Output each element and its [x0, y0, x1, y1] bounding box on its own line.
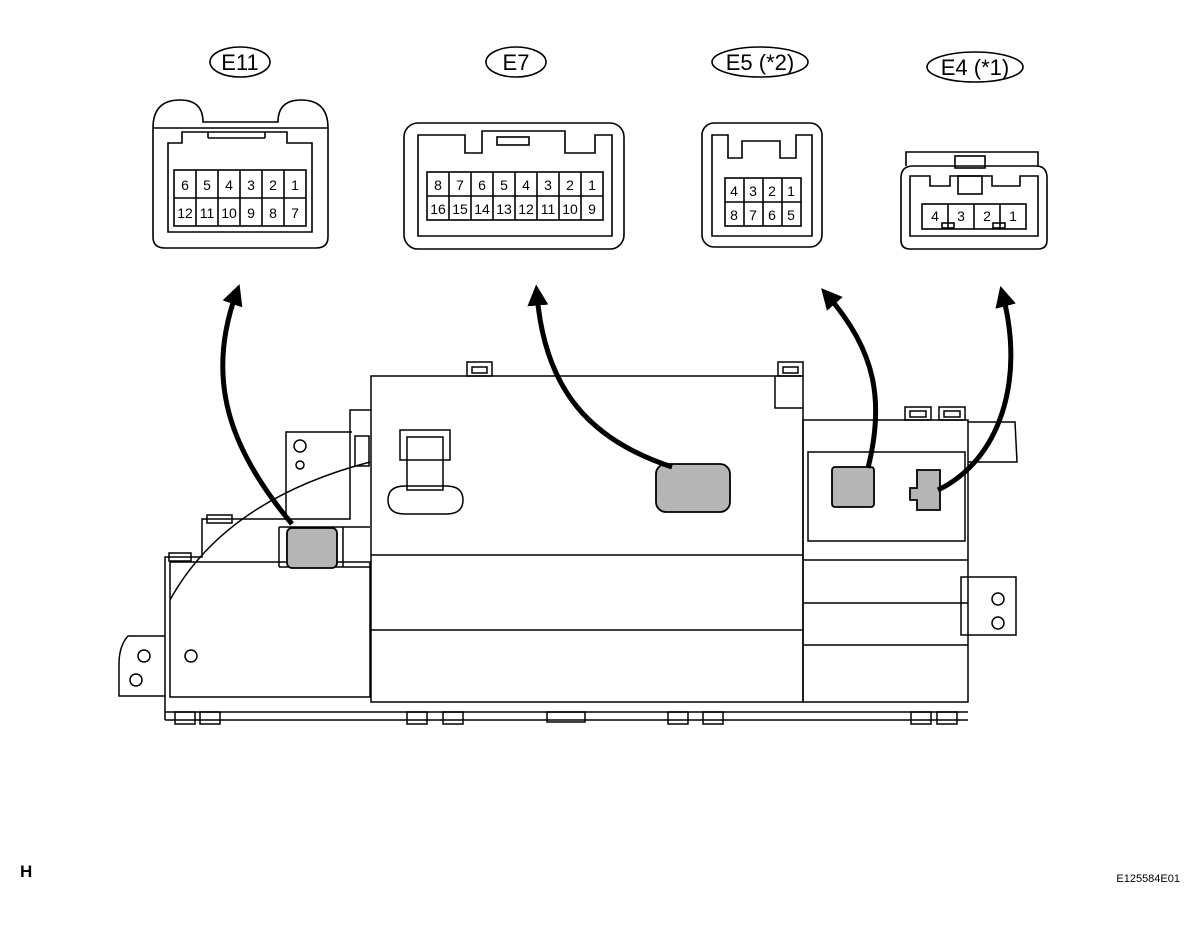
e5-pin-labels: 4 3 2 1 8 7 6 5	[730, 183, 795, 223]
unit-housing	[118, 361, 1018, 725]
pin-label: 6	[768, 207, 776, 223]
pin-label: 3	[544, 177, 552, 193]
connector-e4	[900, 151, 1048, 250]
connector-e7-label: E7	[485, 46, 547, 78]
pin-label: 5	[203, 177, 211, 193]
figure-code: E125584E01	[1116, 873, 1180, 885]
pin-label: 4	[225, 177, 233, 193]
arrow-to-e7	[527, 284, 673, 470]
pin-label: 10	[221, 205, 237, 221]
pin-label: 1	[1009, 208, 1017, 224]
pin-label: 15	[452, 201, 468, 217]
pin-label: 11	[200, 205, 215, 221]
svg-text:E7: E7	[503, 50, 530, 75]
pin-label: 11	[541, 201, 556, 217]
socket-e11	[286, 527, 338, 569]
pin-label: 8	[730, 207, 738, 223]
svg-text:E5 (*2): E5 (*2)	[726, 50, 794, 75]
pin-label: 16	[430, 201, 446, 217]
pin-label: 10	[562, 201, 578, 217]
pin-label: 2	[566, 177, 574, 193]
arrow-to-e5	[821, 288, 879, 469]
socket-e5	[831, 466, 875, 508]
pin-label: 8	[269, 205, 277, 221]
e11-pin-labels: 6 5 4 3 2 1 12 11 10 9 8 7	[177, 177, 299, 221]
connector-e5-label: E5 (*2)	[711, 46, 809, 78]
svg-text:E4 (*1): E4 (*1)	[941, 55, 1009, 80]
pin-label: 3	[247, 177, 255, 193]
pin-label: 9	[247, 205, 255, 221]
pin-label: 7	[456, 177, 464, 193]
pin-label: 13	[496, 201, 512, 217]
svg-text:E11: E11	[221, 50, 259, 75]
pin-label: 6	[181, 177, 189, 193]
pin-label: 2	[983, 208, 991, 224]
pin-label: 14	[474, 201, 490, 217]
pin-label: 1	[787, 183, 795, 199]
socket-e7	[655, 463, 731, 513]
pin-label: 9	[588, 201, 596, 217]
pin-label: 12	[177, 205, 193, 221]
arrow-to-e11	[220, 284, 294, 526]
pin-label: 7	[749, 207, 757, 223]
connector-e5	[701, 122, 823, 248]
connector-e4-label: E4 (*1)	[926, 51, 1024, 83]
pin-label: 2	[768, 183, 776, 199]
pin-label: 4	[522, 177, 530, 193]
socket-e4	[909, 469, 941, 511]
e4-pin-labels: 4 3 2 1	[931, 208, 1017, 224]
pin-label: 6	[478, 177, 486, 193]
pin-label: 5	[500, 177, 508, 193]
connector-e11-label: E11	[209, 46, 271, 78]
pin-label: 8	[434, 177, 442, 193]
pin-label: 4	[730, 183, 738, 199]
pin-label: 5	[787, 207, 795, 223]
pin-label: 4	[931, 208, 939, 224]
connector-e7	[403, 122, 625, 250]
pin-label: 3	[957, 208, 965, 224]
pin-label: 3	[749, 183, 757, 199]
pin-label: 1	[588, 177, 596, 193]
e7-pin-labels: 8 7 6 5 4 3 2 1 16 15 14 13 12 11 10 9	[430, 177, 596, 217]
pin-label: 2	[269, 177, 277, 193]
pin-label: 12	[518, 201, 534, 217]
pin-label: 7	[291, 205, 299, 221]
arrow-to-e4	[936, 285, 1016, 493]
pin-label: 1	[291, 177, 299, 193]
sheet-letter: H	[20, 862, 33, 881]
connector-e11	[152, 99, 329, 249]
